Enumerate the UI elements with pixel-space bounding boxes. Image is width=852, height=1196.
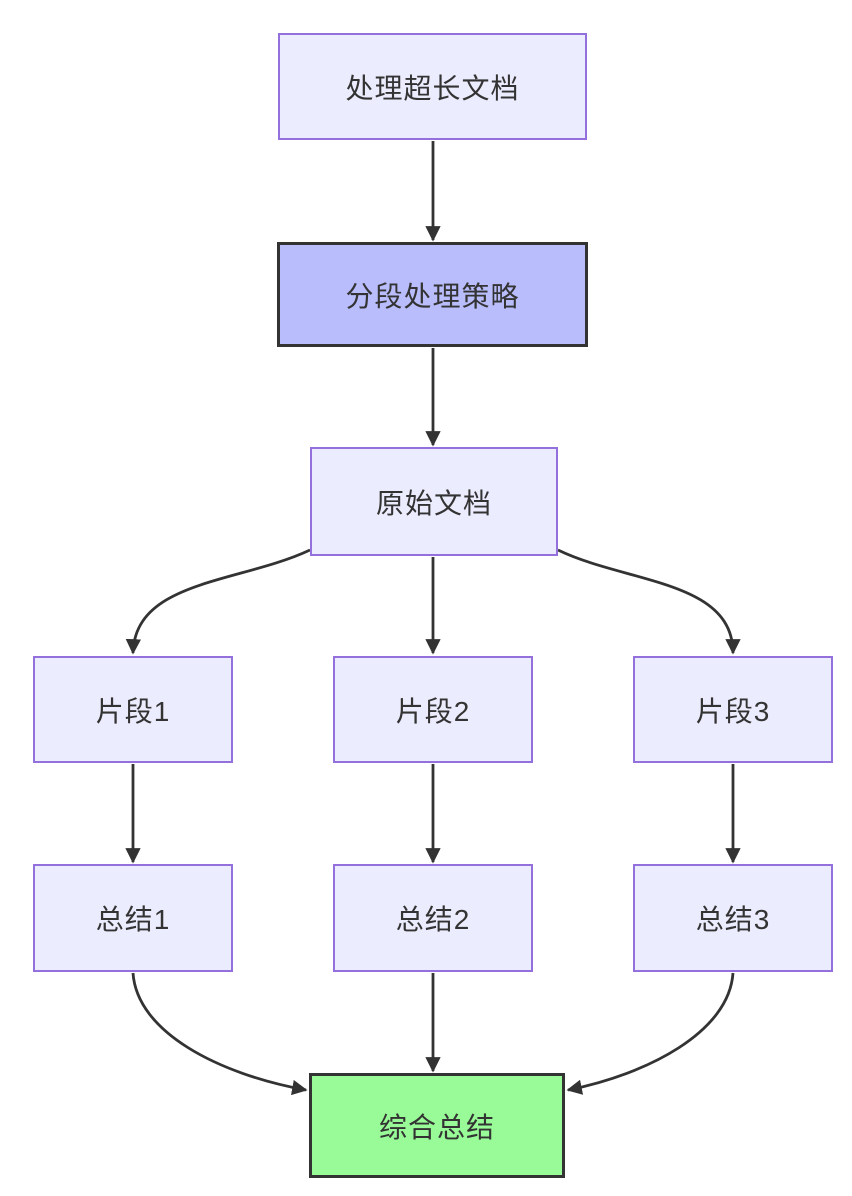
node-summary-1: 总结1 — [33, 864, 233, 972]
node-process-long-doc-label: 处理超长文档 — [345, 72, 520, 104]
edge-summary1-to-final — [131, 972, 308, 1096]
node-summary-3: 总结3 — [633, 864, 833, 972]
edge-source-to-fragment1 — [125, 548, 311, 655]
node-fragment-1-label: 片段1 — [95, 695, 171, 727]
edge-source-to-fragment3 — [557, 548, 741, 655]
node-segmentation-strategy: 分段处理策略 — [277, 242, 588, 347]
edge-summary3-to-final — [566, 972, 735, 1095]
node-summary-1-label: 总结1 — [95, 904, 171, 935]
node-fragment-2: 片段2 — [333, 656, 533, 763]
node-segmentation-strategy-label: 分段处理策略 — [345, 280, 520, 312]
node-original-doc: 原始文档 — [310, 447, 558, 556]
node-summary-2: 总结2 — [333, 864, 533, 972]
node-summary-3-label: 总结3 — [695, 904, 771, 935]
node-fragment-3-label: 片段3 — [695, 695, 771, 727]
node-fragment-1: 片段1 — [33, 656, 233, 763]
node-final-summary-label: 综合总结 — [378, 1111, 495, 1143]
node-process-long-doc: 处理超长文档 — [278, 33, 587, 140]
node-final-summary: 综合总结 — [309, 1073, 565, 1178]
node-original-doc-label: 原始文档 — [375, 487, 492, 519]
node-summary-2-label: 总结2 — [395, 904, 471, 935]
node-fragment-2-label: 片段2 — [395, 695, 471, 727]
node-fragment-3: 片段3 — [633, 656, 833, 763]
